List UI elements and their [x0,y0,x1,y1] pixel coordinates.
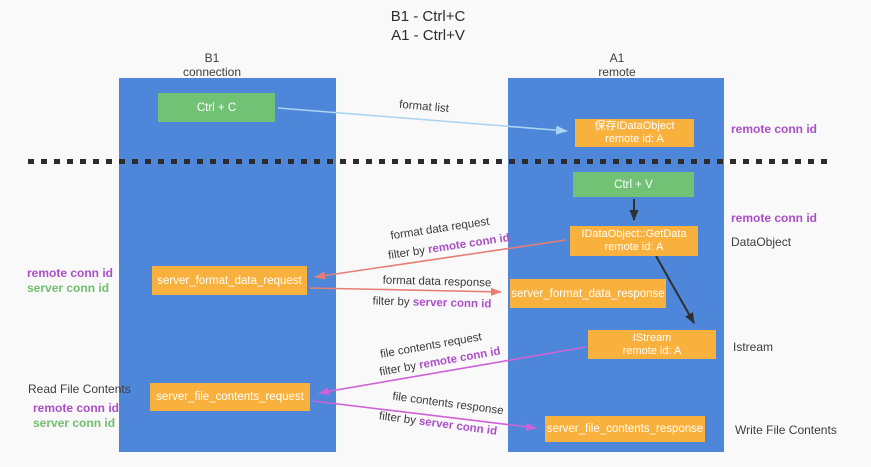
annotation-read-file-contents: Read File Contents [28,382,131,396]
node-server-format-data-request: server_format_data_request [152,266,307,295]
lane-header-a1: A1 remote [557,51,677,79]
annotation-conn-ids-file: remote conn id server conn id [33,401,119,431]
node-idataobject-getdata: IDataObject::GetData remote id: A [570,226,698,256]
node-save-line2: remote id: A [605,133,664,145]
annotation-remote-conn-id-top: remote conn id [731,122,818,136]
annotation-remote-conn-id-left-2: remote conn id [33,401,120,415]
remote-conn-id-text: remote conn id [427,231,511,257]
edge-label-filter-server-2: filter by server conn id [378,410,497,437]
title-line-2: A1 - Ctrl+V [391,27,465,44]
edge-label-filter-server-1: filter by server conn id [372,295,491,310]
node-fmt-req-label: server_format_data_request [157,274,302,287]
annotation-write-file-contents: Write File Contents [735,423,837,437]
node-server-file-contents-response: server_file_contents_response [545,416,705,442]
node-ctrl-v: Ctrl + V [573,172,694,197]
annotation-conn-ids-format: remote conn id server conn id [27,266,113,296]
lane-b1-role: connection [182,65,242,79]
annotation-remote-conn-id-left-1: remote conn id [27,266,114,280]
node-fmt-resp-label: server_format_data_response [511,287,665,300]
node-save-idataobject: 保存IDataObject remote id: A [575,119,694,147]
annotation-server-conn-id-left-1: server conn id [27,281,110,295]
lane-b1-name: B1 [204,51,220,65]
node-ctrl-c: Ctrl + C [158,93,275,122]
node-ctrl-c-label: Ctrl + C [196,101,237,114]
annotation-server-conn-id-left-2: server conn id [33,416,116,430]
diagram-title: B1 - Ctrl+C A1 - Ctrl+V [0,7,856,45]
lane-a1-role: remote [598,65,636,79]
node-getdata-line1: IDataObject::GetData [581,228,687,240]
node-istream-line1: IStream [632,331,672,344]
node-server-format-data-response: server_format_data_response [510,279,666,308]
node-server-file-contents-request: server_file_contents_request [150,383,310,411]
lane-header-b1: B1 connection [152,51,272,79]
node-getdata-line2: remote id: A [604,241,664,253]
node-save-line1: 保存IDataObject [594,120,675,132]
edge-label-format-list: format list [398,98,450,116]
node-file-req-label: server_file_contents_request [156,391,304,403]
filter-by-text: filter by [372,295,413,309]
node-istream: IStream remote id: A [588,330,716,359]
node-file-resp-label: server_file_contents_response [546,423,704,435]
annotation-remote-conn-id-mid: remote conn id [731,211,818,225]
annotation-dataobject: DataObject [731,235,792,249]
edge-label-format-data-response: format data response [382,274,492,290]
title-line-1: B1 - Ctrl+C [390,8,466,25]
filter-by-text: filter by [378,359,421,379]
server-conn-id-text: server conn id [412,296,492,311]
server-conn-id-text: server conn id [418,415,498,438]
lane-a1-name: A1 [609,51,625,65]
filter-by-text: filter by [387,244,430,263]
filter-by-text: filter by [378,410,420,428]
dashed-divider [28,159,830,164]
annotation-istream: Istream [733,340,774,354]
node-ctrl-v-label: Ctrl + V [614,178,653,191]
node-istream-line2: remote id: A [622,344,682,357]
